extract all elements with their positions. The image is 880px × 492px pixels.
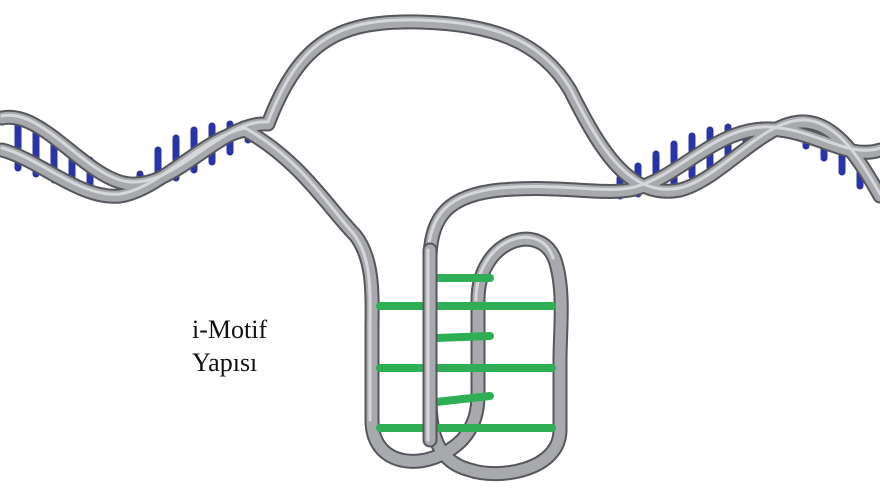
structure-caption: i-Motif Yapısı [192,313,267,379]
i-motif-front-strand [422,242,438,448]
dna-backbone [0,14,880,482]
caption-line-1: i-Motif [192,315,268,344]
i-motif-base-pairs [376,274,556,432]
caption-line-2: Yapısı [192,348,258,377]
